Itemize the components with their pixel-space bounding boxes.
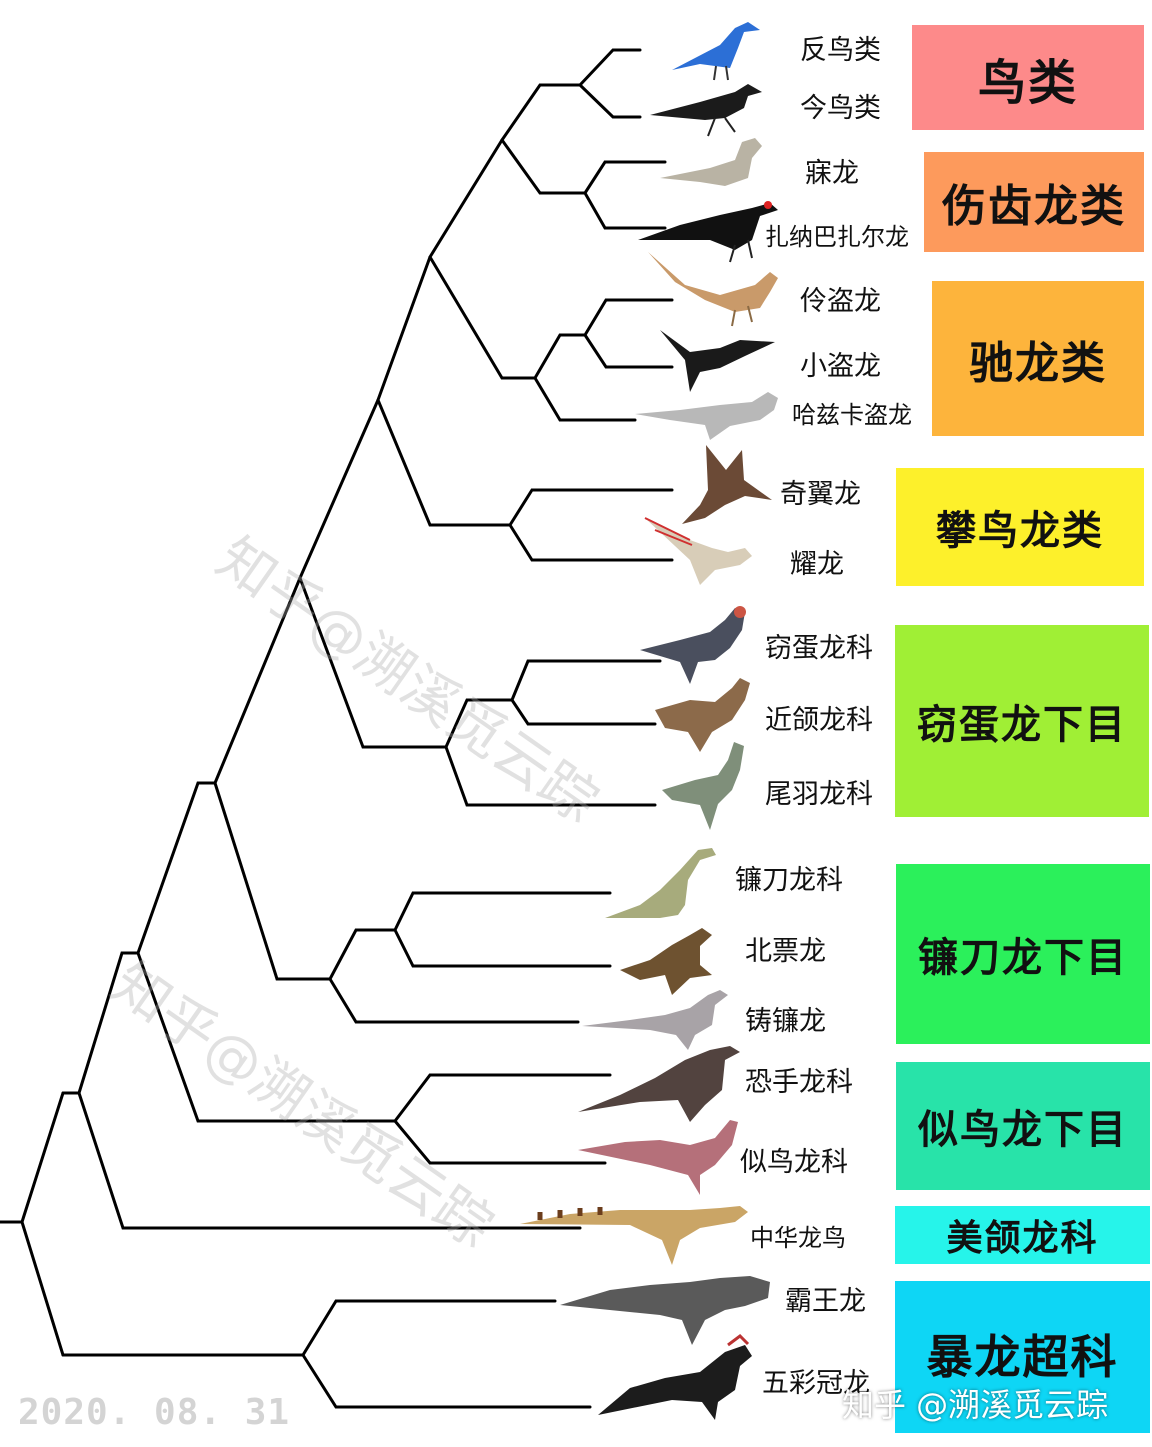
node-maniraptora (213, 576, 332, 981)
zanabazar-illustration (638, 201, 778, 263)
halszkaraptor-illustration (635, 392, 778, 440)
group-box-aves: 鸟类 (912, 25, 1144, 130)
microraptor-illustration (660, 330, 775, 392)
sinosauropteryx-illustration (520, 1206, 748, 1265)
taxon-label-beipiaosaurus: 北票龙 (745, 936, 826, 967)
group-box-scansoriopterygidae: 攀鸟龙类 (896, 468, 1144, 586)
group-box-compsognathidae: 美颌龙科 (895, 1206, 1150, 1264)
clade-aves (578, 48, 642, 119)
deinocheiridae-illustration (578, 1046, 740, 1122)
taxon-label-deinocheiridae: 恐手龙科 (745, 1067, 853, 1098)
node-paraves (376, 255, 512, 527)
yi-illustration (682, 445, 772, 524)
taxon-label-caudipteridae: 尾羽龙科 (765, 779, 873, 810)
group-box-tyrannosauroidea: 暴龙超科 (895, 1281, 1150, 1433)
group-box-oviraptorosauria: 窃蛋龙下目 (895, 625, 1149, 817)
clade-oviraptorosauria (444, 659, 662, 807)
clade-therizinosauria (328, 891, 612, 1024)
node-eumaniraptora (428, 138, 537, 380)
clade-scansoriopterygidae (508, 488, 674, 562)
guanlong-illustration (598, 1334, 752, 1420)
oviraptoridae-illustration (640, 606, 746, 684)
taxon-label-guanlong: 五彩冠龙 (762, 1368, 870, 1399)
taxon-label-neornithes: 今鸟类 (800, 93, 881, 124)
taxon-label-sinosauropteryx: 中华龙鸟 (750, 1224, 846, 1252)
clade-dromaeosauridae (533, 298, 674, 422)
beipiaosaurus-illustration (620, 928, 712, 995)
taxon-label-enantiornithes: 反鸟类 (800, 35, 881, 66)
group-box-troodontidae: 伤齿龙类 (924, 152, 1144, 252)
clade-troodontidae (583, 160, 667, 230)
date-stamp: 2020. 08. 31 (18, 1392, 291, 1433)
taxon-label-ornithomimidae: 似鸟龙科 (740, 1147, 848, 1178)
epidexipteryx-illustration (644, 517, 752, 585)
tyrannosaurus-illustration (560, 1276, 770, 1345)
ornithomimidae-illustration (578, 1120, 738, 1195)
clade-ornithomimosauria (393, 1073, 612, 1165)
taxon-label-yi: 奇翼龙 (780, 479, 861, 510)
taxon-label-oviraptoridae: 窃蛋龙科 (765, 633, 873, 664)
caenagnathidae-illustration (655, 678, 750, 752)
node-averaptora (500, 83, 587, 195)
taxon-label-tyrannosaurus: 霸王龙 (785, 1286, 866, 1317)
brand-watermark: 知乎 @溯溪觅云踪 (842, 1386, 1109, 1424)
clade-tyrannosauroidea (61, 1299, 592, 1409)
taxon-label-microraptor: 小盗龙 (800, 351, 881, 382)
node-pennaraptora (298, 398, 448, 749)
taxon-label-therizinosauridae: 镰刀龙科 (735, 865, 843, 896)
node-coelurosauria (61, 951, 582, 1230)
group-box-ornithomimosauria: 似鸟龙下目 (896, 1062, 1150, 1190)
taxon-label-velociraptor: 伶盗龙 (800, 286, 881, 317)
group-box-therizinosauria: 镰刀龙下目 (896, 864, 1150, 1044)
taxon-label-zanabazar: 扎纳巴扎尔龙 (765, 223, 909, 251)
taxon-label-halszkaraptor: 哈兹卡盗龙 (792, 401, 912, 429)
taxon-label-epidexipteryx: 耀龙 (790, 549, 844, 580)
node-maniraptoriformes (136, 781, 397, 1123)
group-box-dromaeosauridae: 驰龙类 (932, 281, 1144, 436)
neornithes-illustration (650, 84, 762, 137)
mei-illustration (660, 138, 762, 186)
therizinosauridae-illustration (605, 848, 716, 918)
taxon-label-falcarius: 铸镰龙 (745, 1006, 826, 1037)
caudipteridae-illustration (662, 742, 744, 830)
enantiornithes-illustration (672, 22, 760, 81)
node-root (20, 1091, 65, 1357)
taxon-label-caenagnathidae: 近颌龙科 (765, 705, 873, 736)
taxon-label-mei: 寐龙 (805, 158, 859, 189)
falcarius-illustration (582, 990, 728, 1050)
velociraptor-illustration (648, 252, 778, 327)
